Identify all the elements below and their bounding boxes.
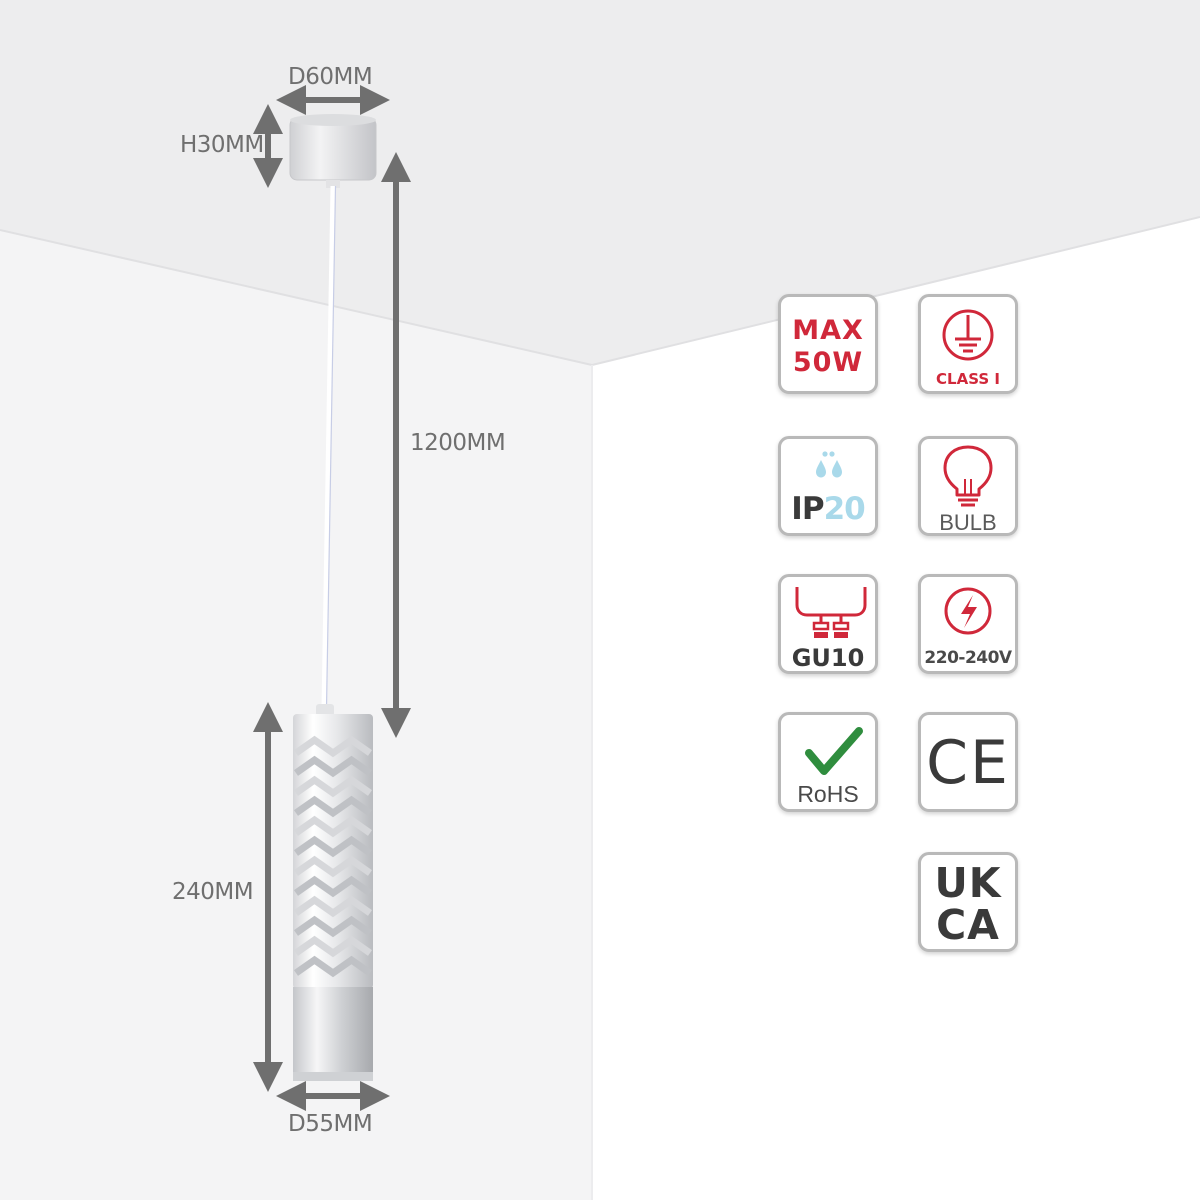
shade-diameter-label: D55MM [288, 1111, 373, 1137]
shade-zigzag-stripe [293, 875, 373, 898]
check-icon [805, 727, 863, 775]
shade-height-label: 240MM [172, 879, 254, 905]
shade-zigzag-stripe [293, 855, 373, 878]
earth-ground-icon [942, 309, 994, 361]
shade-zigzag-stripe [293, 915, 373, 938]
rohs-badge: RoHS [778, 712, 878, 812]
shade-zigzag-stripe [293, 775, 373, 798]
canopy-height-label: H30MM [180, 132, 264, 158]
max-wattage-badge: MAX 50W [778, 294, 878, 394]
cable-length-label: 1200MM [410, 430, 506, 456]
water-drops-icon [816, 451, 842, 478]
ip-suffix: 20 [823, 491, 866, 527]
ce-badge: CE [918, 712, 1018, 812]
canopy-diameter-label: D60MM [288, 64, 373, 90]
class-badge: CLASS I [918, 294, 1018, 394]
shade-zigzag-stripe [293, 795, 373, 818]
lightning-icon [944, 587, 992, 635]
bulb-icon [943, 445, 993, 507]
ukca-line1: UK [934, 859, 1002, 907]
shade-zigzag-stripe [293, 755, 373, 778]
ip-prefix: IP [791, 491, 824, 527]
dimension-arrows [253, 85, 411, 1111]
ukca-line2: CA [936, 901, 1000, 949]
shade-zigzag-stripe [293, 815, 373, 838]
ip-rating-badge: IP20 [778, 436, 878, 536]
class-label: CLASS I [936, 370, 1000, 388]
shade-zigzag-stripe [293, 735, 373, 758]
bulb-badge: BULB [918, 436, 1018, 536]
gu10-base-icon [795, 587, 867, 638]
right-wall [592, 217, 1200, 1200]
wattage-label: 50W [792, 347, 864, 378]
voltage-label: 220-240V [924, 648, 1012, 668]
shade-zigzag-stripe [293, 955, 373, 978]
ukca-badge: UK CA [918, 852, 1018, 952]
shade-zigzag-stripe [293, 835, 373, 858]
shade-zigzag-stripe [293, 935, 373, 958]
base-badge: GU10 [778, 574, 878, 674]
pendant-lamp [289, 114, 377, 1081]
ce-mark: CE [926, 728, 1010, 798]
max-label: MAX [792, 315, 864, 346]
ip-label: IP20 [781, 491, 875, 527]
base-label: GU10 [791, 644, 865, 672]
voltage-badge: 220-240V [918, 574, 1018, 674]
rohs-label: RoHS [797, 781, 859, 807]
bulb-label: BULB [939, 510, 997, 535]
shade-zigzag-stripe [293, 895, 373, 918]
